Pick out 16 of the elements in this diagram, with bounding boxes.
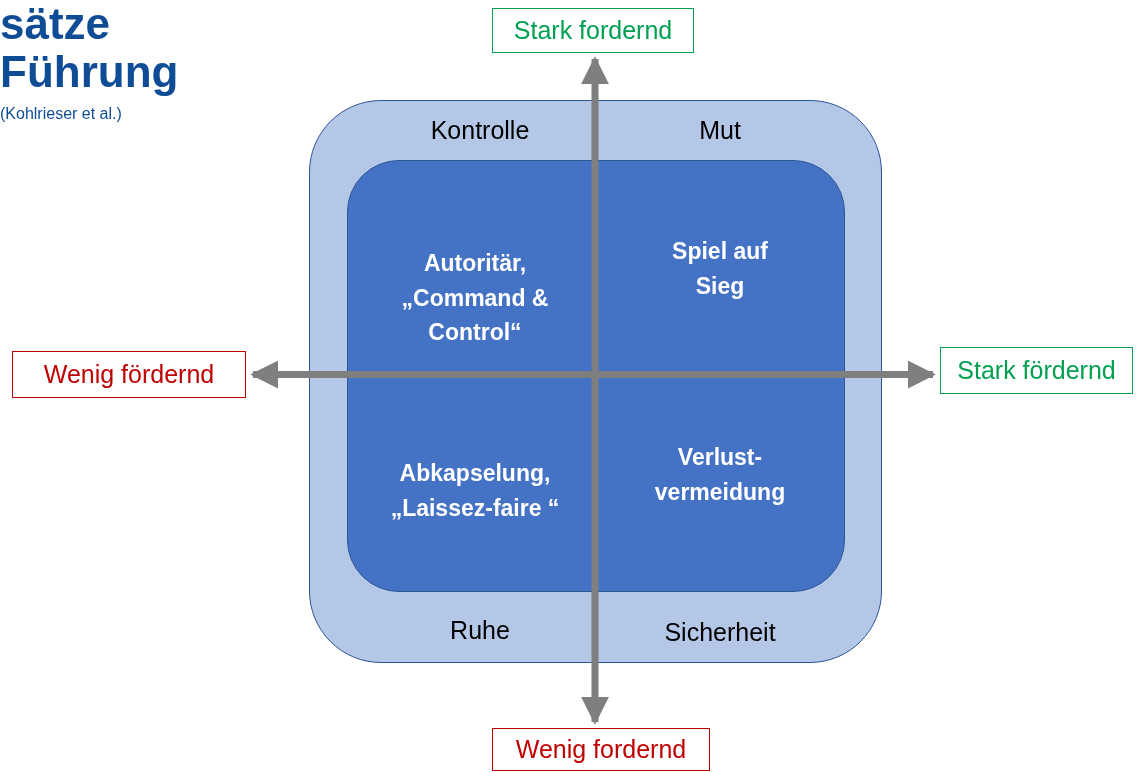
axis-label-box: Stark fordernd: [492, 8, 694, 53]
double-arrow: [250, 360, 936, 389]
area-label: Mut: [698, 115, 742, 146]
title: sätze Führung: [0, 0, 180, 96]
area-label: Sicherheit: [663, 617, 777, 648]
axis-label-box: Stark fördernd: [940, 347, 1133, 394]
quadrant-label: Abkapselung, „Laissez-faire “: [389, 459, 561, 523]
quadrant-label: Verlust- vermeidung: [653, 443, 787, 507]
quadrant-label: Autoritär, „Command & Control“: [400, 249, 550, 347]
quadrant-label: Spiel auf Sieg: [671, 237, 769, 301]
area-label: Kontrolle: [429, 115, 531, 146]
double-arrow: [581, 56, 609, 725]
axis-label-box: Wenig fördernd: [12, 351, 246, 398]
axis-label-box: Wenig fordernd: [492, 728, 710, 771]
subtitle: (Kohlrieser et al.): [0, 104, 123, 124]
area-label: Ruhe: [449, 615, 511, 646]
